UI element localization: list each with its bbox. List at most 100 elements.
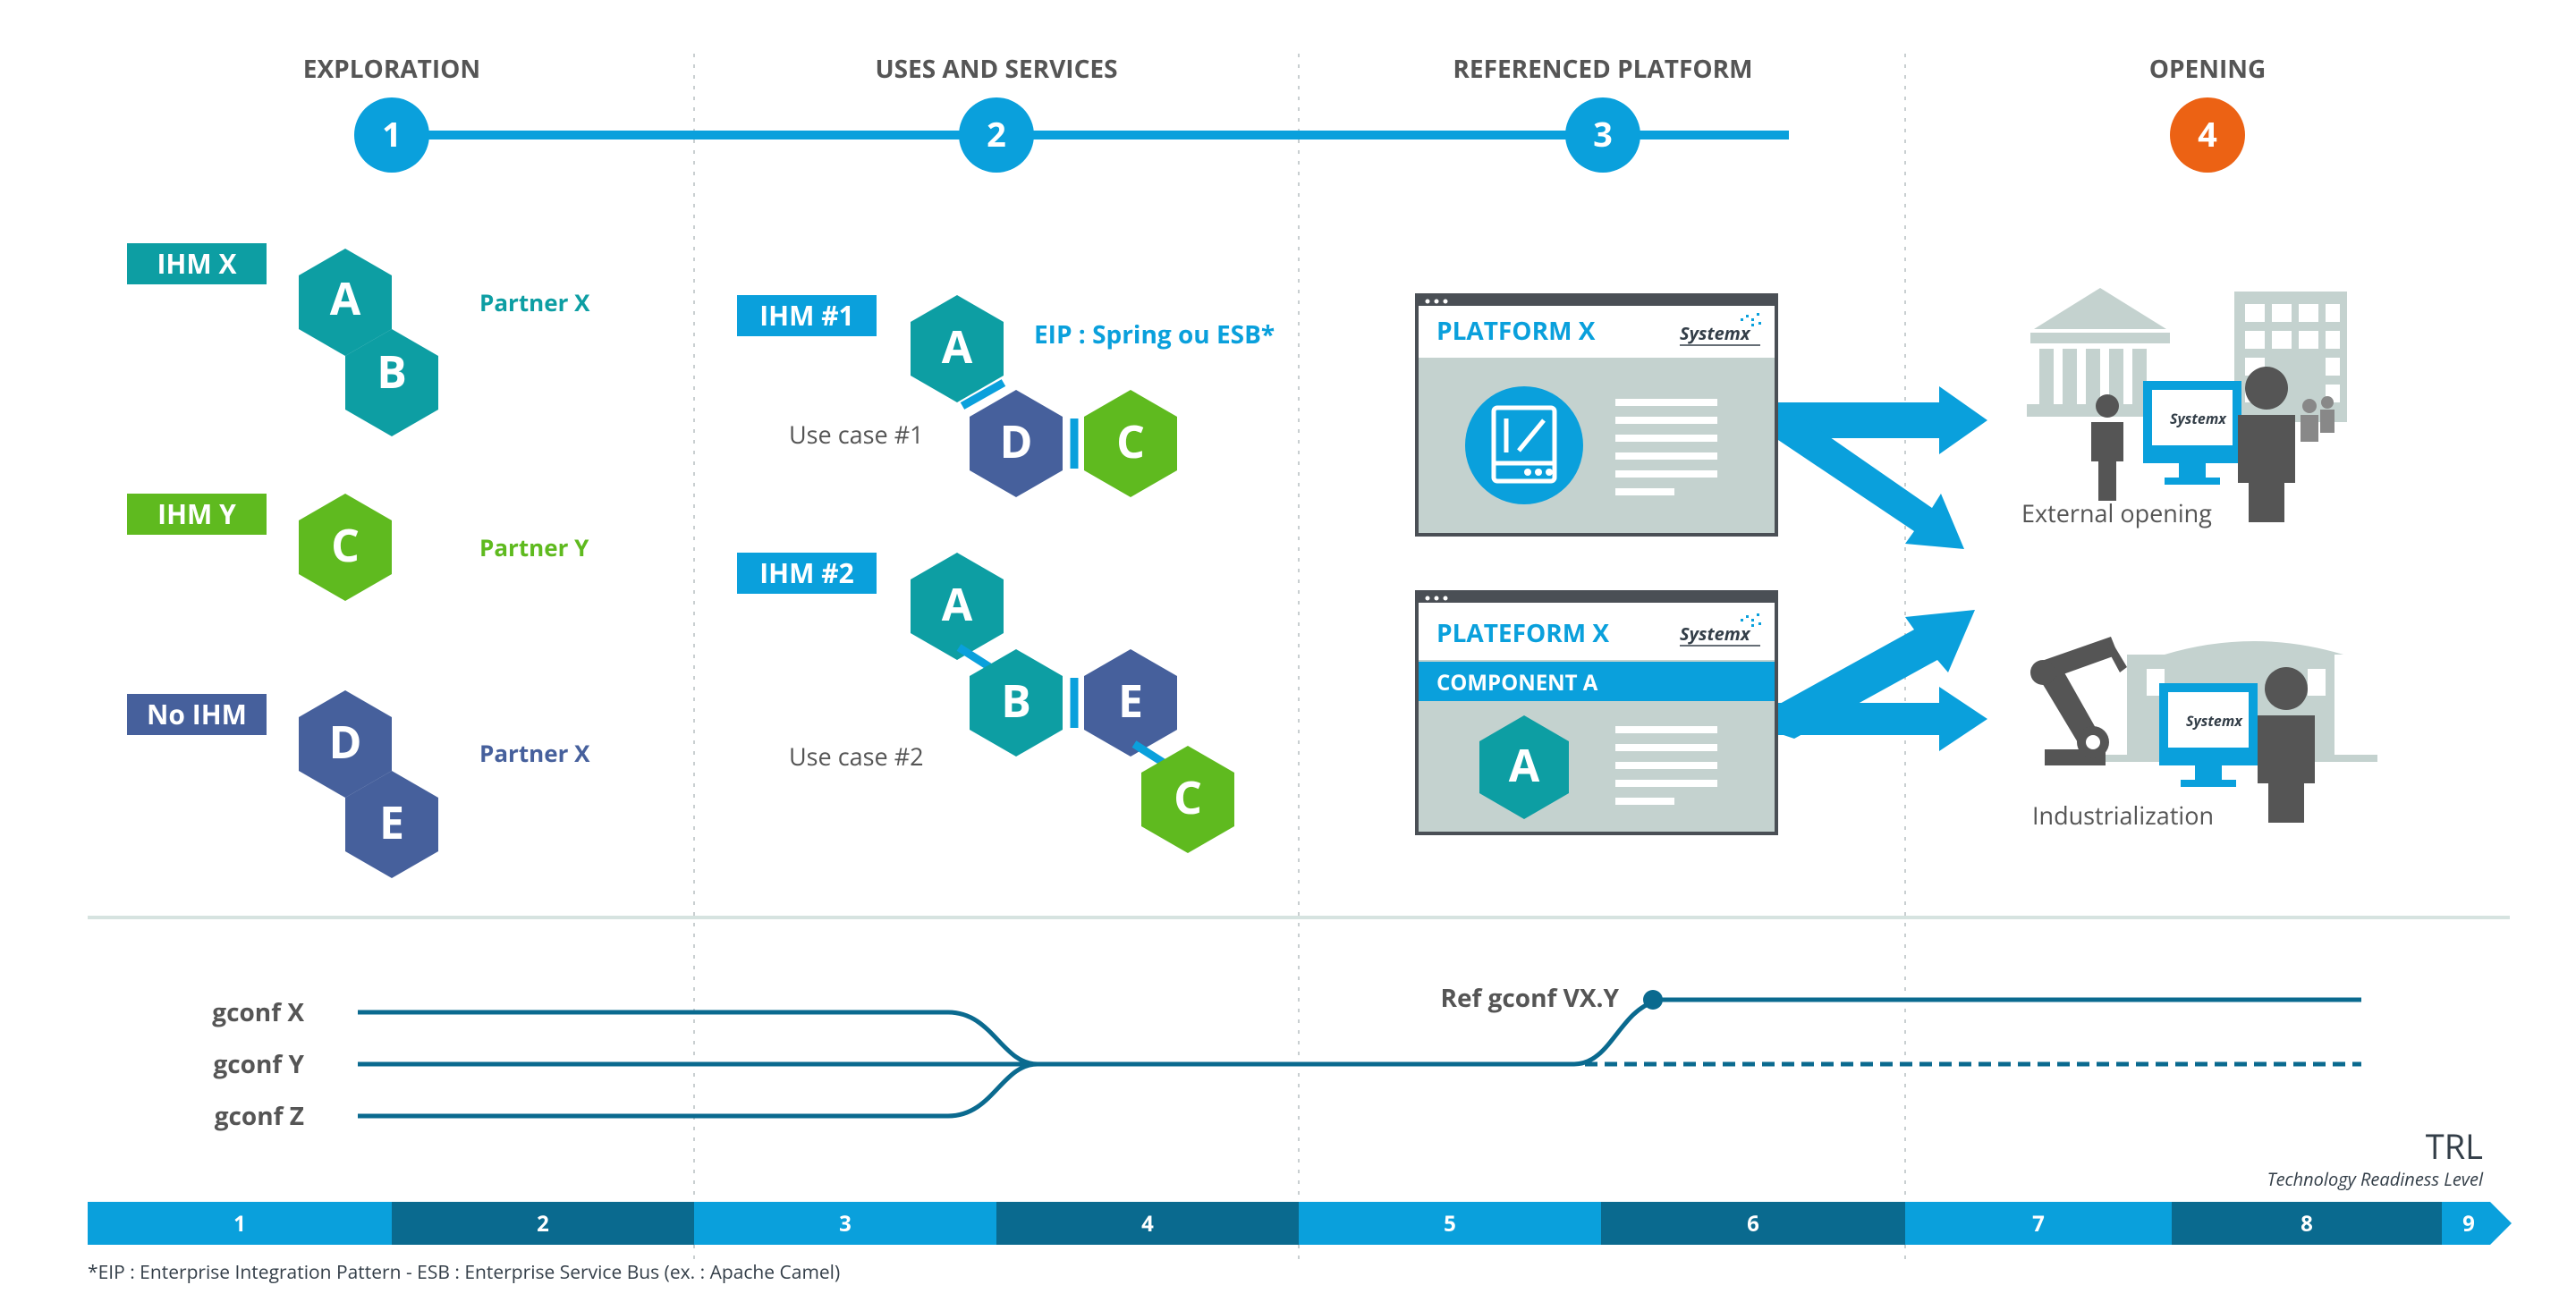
tag-ihm-2 — [737, 553, 877, 594]
uc2-hex-c — [1141, 746, 1234, 853]
hex-module-c-label: C — [331, 514, 360, 575]
phase-title-3: REFERENCED PLATFORM — [1453, 52, 1752, 86]
robot-arm-icon — [2030, 637, 2127, 765]
tag-ihm-2-label: IHM #2 — [759, 554, 854, 591]
phase-marker-3 — [1565, 97, 1640, 173]
trl-title: TRL — [2426, 1123, 2483, 1170]
gconf-y-line — [358, 999, 1656, 1067]
platform-window-1-title: PLATFORM X — [1436, 314, 1596, 348]
tag-ihm-x — [127, 243, 267, 284]
gconf-x-line — [358, 1010, 1038, 1067]
window-2-text-lines — [1615, 726, 1717, 805]
trl-segment-9 — [2442, 1202, 2512, 1245]
hex-module-a — [299, 249, 392, 356]
component-hex-a — [1479, 715, 1569, 819]
phase-number-3: 3 — [1593, 111, 1613, 157]
tag-ihm-1 — [737, 295, 877, 336]
component-bar — [1419, 662, 1775, 701]
monitor-icon-2 — [2159, 683, 2258, 787]
trl-segment-2 — [392, 1202, 694, 1245]
systemx-logo-2: Systemx — [1680, 621, 1751, 646]
window-2-header — [1419, 603, 1775, 660]
phase-title-1: EXPLORATION — [303, 52, 480, 86]
window-1-text-lines — [1615, 399, 1717, 495]
trl-level-8: 8 — [2301, 1209, 2313, 1239]
uc1-link-a-d — [960, 379, 1006, 410]
building-icon — [2027, 288, 2175, 417]
partner-label-2: Partner Y — [479, 531, 589, 563]
trl-segment-1 — [88, 1202, 392, 1245]
phase-number-1: 1 — [382, 111, 402, 157]
component-hex-a-label: A — [1509, 734, 1540, 795]
phase-marker-4 — [2170, 97, 2245, 173]
use-case-1-label: Use case #1 — [789, 418, 924, 451]
uc2-hex-a — [911, 553, 1004, 660]
trl-segment-6 — [1601, 1202, 1905, 1245]
partner-label-1: Partner X — [479, 286, 590, 318]
phase-number-4: 4 — [2198, 111, 2217, 157]
ref-gconf-marker — [1643, 990, 1663, 1010]
trl-segment-8 — [2172, 1202, 2442, 1245]
uc2-hex-e — [1084, 649, 1177, 757]
systemx-logo-1: Systemx — [1680, 321, 1751, 345]
large-person-icon-1 — [2238, 367, 2295, 522]
small-person-icon — [2091, 394, 2123, 501]
platform-window-2-title: PLATEFORM X — [1436, 616, 1609, 650]
hex-module-a-label: A — [330, 267, 361, 328]
monitor-1-logo: Systemx — [2170, 409, 2227, 428]
trl-level-9: 9 — [2462, 1209, 2475, 1239]
trl-segment-5 — [1299, 1202, 1601, 1245]
trl-level-7: 7 — [2032, 1209, 2045, 1239]
uc1-hex-c-label: C — [1116, 410, 1145, 471]
trl-level-4: 4 — [1141, 1209, 1154, 1239]
use-case-2-label: Use case #2 — [789, 740, 924, 773]
gconf-section: gconf X gconf Y gconf Z Ref gconf VX.Y — [212, 981, 2361, 1133]
uses-section: IHM #1 A D C EIP : Spring ou ESB* Use ca… — [737, 295, 1275, 853]
tag-no-ihm-label: No IHM — [147, 696, 247, 732]
ref-gconf-label: Ref gconf VX.Y — [1440, 981, 1619, 1015]
window-2-controls — [1425, 596, 1448, 601]
opening-arrows — [1778, 386, 1987, 751]
trl-segment-3 — [694, 1202, 996, 1245]
uc2-hex-a-label: A — [942, 573, 973, 634]
hex-module-d — [299, 690, 392, 798]
phase-marker-2 — [959, 97, 1034, 173]
trl-level-5: 5 — [1444, 1209, 1456, 1239]
uc2-hex-b-label: B — [1001, 670, 1031, 731]
large-person-icon-2 — [2258, 667, 2315, 823]
trl-level-2: 2 — [537, 1209, 549, 1239]
hex-module-e-label: E — [379, 791, 404, 852]
industrialization-label: Industrialization — [2032, 799, 2214, 832]
monitor-icon-1 — [2143, 381, 2241, 485]
component-label: COMPONENT A — [1436, 668, 1598, 698]
tag-ihm-y — [127, 494, 267, 535]
uc1-hex-d — [970, 390, 1063, 497]
window-1-controls — [1425, 299, 1448, 304]
phase-number-2: 2 — [987, 111, 1006, 157]
window-2-titlebar — [1419, 594, 1775, 603]
uc2-hex-b — [970, 649, 1063, 757]
window-1-titlebar — [1419, 297, 1775, 306]
gconf-branch-lines — [358, 997, 2361, 1119]
gconf-label-x: gconf X — [212, 995, 304, 1029]
phase-title-2: USES AND SERVICES — [875, 52, 1117, 86]
uc1-hex-c — [1084, 390, 1177, 497]
arrow-1-to-external — [1778, 386, 1987, 454]
hex-module-b-label: B — [377, 341, 407, 402]
platform-section: PLATFORM X Systemx — [1415, 293, 1778, 835]
monitor-2-logo: Systemx — [2186, 711, 2243, 731]
footnote: *EIP : Enterprise Integration Pattern - … — [88, 1260, 840, 1285]
systemx-logo-dots-1 — [1741, 313, 1761, 326]
uc2-hex-e-label: E — [1118, 670, 1143, 731]
gconf-label-y: gconf Y — [213, 1047, 304, 1081]
trl-segment-7 — [1905, 1202, 2172, 1245]
window-1-header — [1419, 306, 1775, 358]
tag-ihm-y-label: IHM Y — [157, 495, 236, 532]
phase-title-4: OPENING — [2149, 52, 2267, 86]
arrow-1-to-industrial — [1778, 415, 1964, 549]
uc1-hex-d-label: D — [999, 410, 1032, 471]
hex-module-d-label: D — [328, 711, 361, 772]
